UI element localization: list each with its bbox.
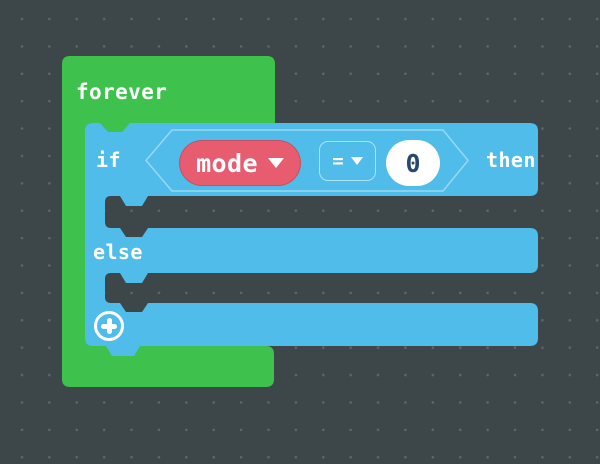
forever-block-shape[interactable] bbox=[62, 56, 275, 387]
then-label: then bbox=[486, 148, 536, 172]
dropdown-arrow-icon bbox=[267, 158, 284, 168]
variable-dropdown-label: mode bbox=[196, 148, 258, 178]
else-label: else bbox=[93, 240, 143, 264]
operator-dropdown[interactable]: = bbox=[319, 141, 376, 181]
plus-circle-icon[interactable] bbox=[94, 311, 124, 341]
number-field[interactable]: 0 bbox=[386, 140, 440, 186]
forever-label: forever bbox=[76, 80, 168, 104]
if-block-shape[interactable] bbox=[85, 123, 538, 356]
variable-dropdown-mode[interactable]: mode bbox=[179, 140, 301, 186]
dropdown-arrow-icon bbox=[350, 157, 363, 165]
if-label: if bbox=[96, 148, 121, 172]
plus-bar bbox=[106, 318, 112, 334]
condition-hexagon bbox=[145, 129, 469, 192]
operator-dropdown-label: = bbox=[332, 150, 344, 172]
